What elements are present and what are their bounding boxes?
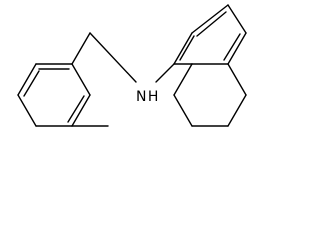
n-aryl-bond (155, 63, 175, 83)
double-bond (23, 70, 40, 97)
benzyl-bond (71, 32, 91, 65)
bond (17, 63, 37, 96)
bond (173, 94, 193, 127)
aromatic-ring (173, 4, 247, 65)
double-bond (67, 95, 85, 123)
bond (191, 4, 229, 34)
nh-label: N H (136, 89, 158, 105)
bond (17, 94, 37, 127)
ch2-n-bond (89, 32, 137, 83)
toluene-ring (17, 63, 91, 127)
bond (227, 4, 247, 34)
bond (227, 94, 247, 127)
saturated-ring (173, 63, 247, 127)
bond (71, 63, 91, 96)
molecule-structure: N H (17, 4, 247, 127)
double-bond (223, 33, 241, 61)
bond (227, 63, 247, 96)
bond (173, 32, 193, 65)
bond (173, 63, 193, 96)
bond (227, 32, 247, 65)
double-bond (196, 11, 227, 37)
bond (71, 94, 91, 127)
double-bond (179, 35, 195, 61)
